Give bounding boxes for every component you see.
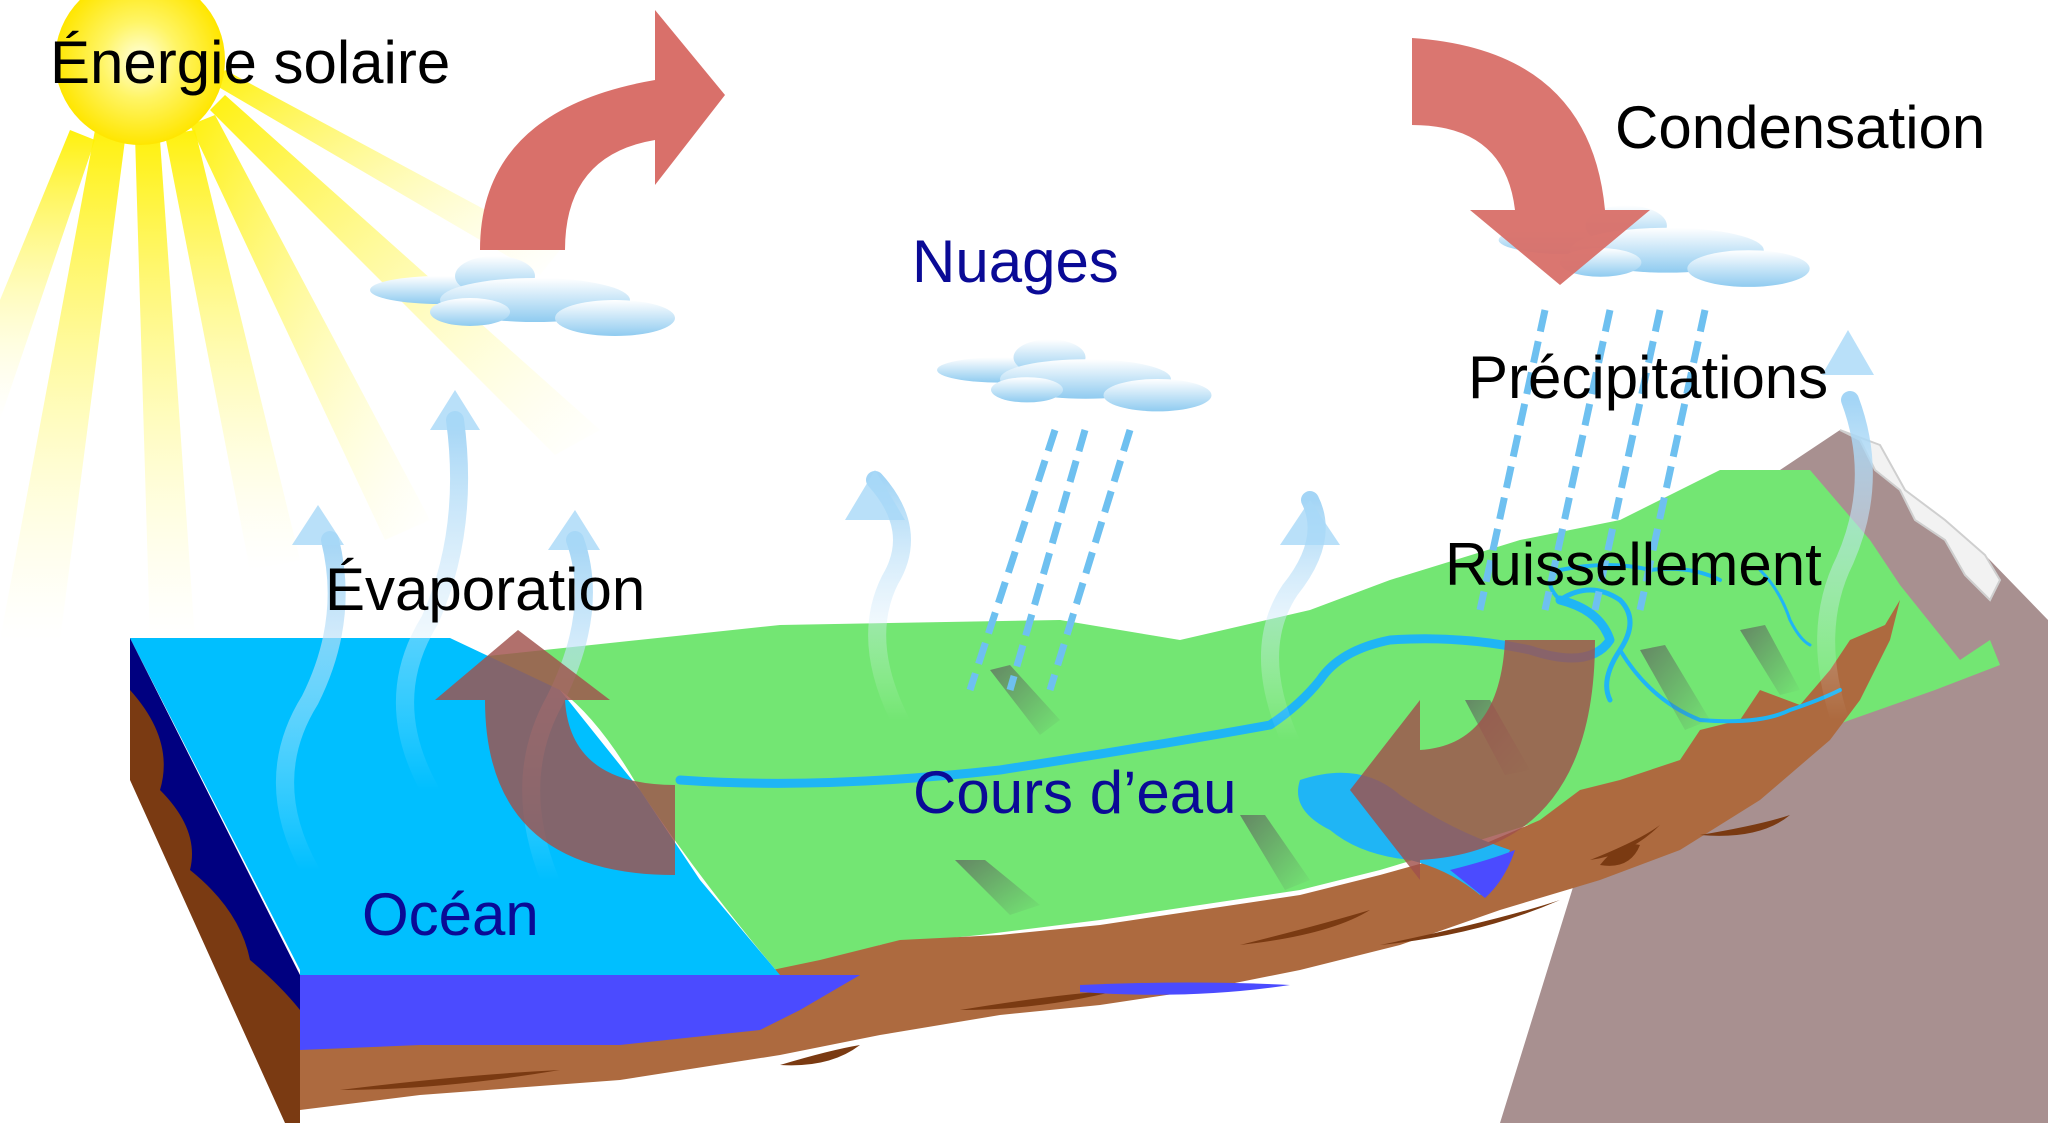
terrain-shadows [955,625,1800,915]
nuages-cloud [937,339,1212,412]
sun [55,0,225,145]
condensation-down-arrow [1412,38,1650,285]
vapor-arrowheads [292,330,1874,550]
streams-label: Cours d’eau [913,759,1237,826]
condensation-label: Condensation [1615,94,1985,161]
ocean-evaporation-arrow [435,630,675,875]
runoff-label: Ruissellement [1445,531,1822,598]
groundwater-lens [1080,982,1290,995]
evaporation-label: Évaporation [325,556,645,623]
solar-energy-label: Énergie solaire [50,29,450,96]
lake-deep [1450,850,1515,898]
ocean-label: Océan [362,881,539,948]
precipitation-label: Précipitations [1468,344,1828,411]
rain-streaks [966,309,1709,692]
soil-veins [340,815,1790,1090]
runoff-arrow [1350,640,1595,880]
clouds-label: Nuages [912,228,1119,295]
soil-layer [300,600,1900,1110]
evaporation-up-arrow [480,10,725,250]
sun-rays [0,70,600,640]
